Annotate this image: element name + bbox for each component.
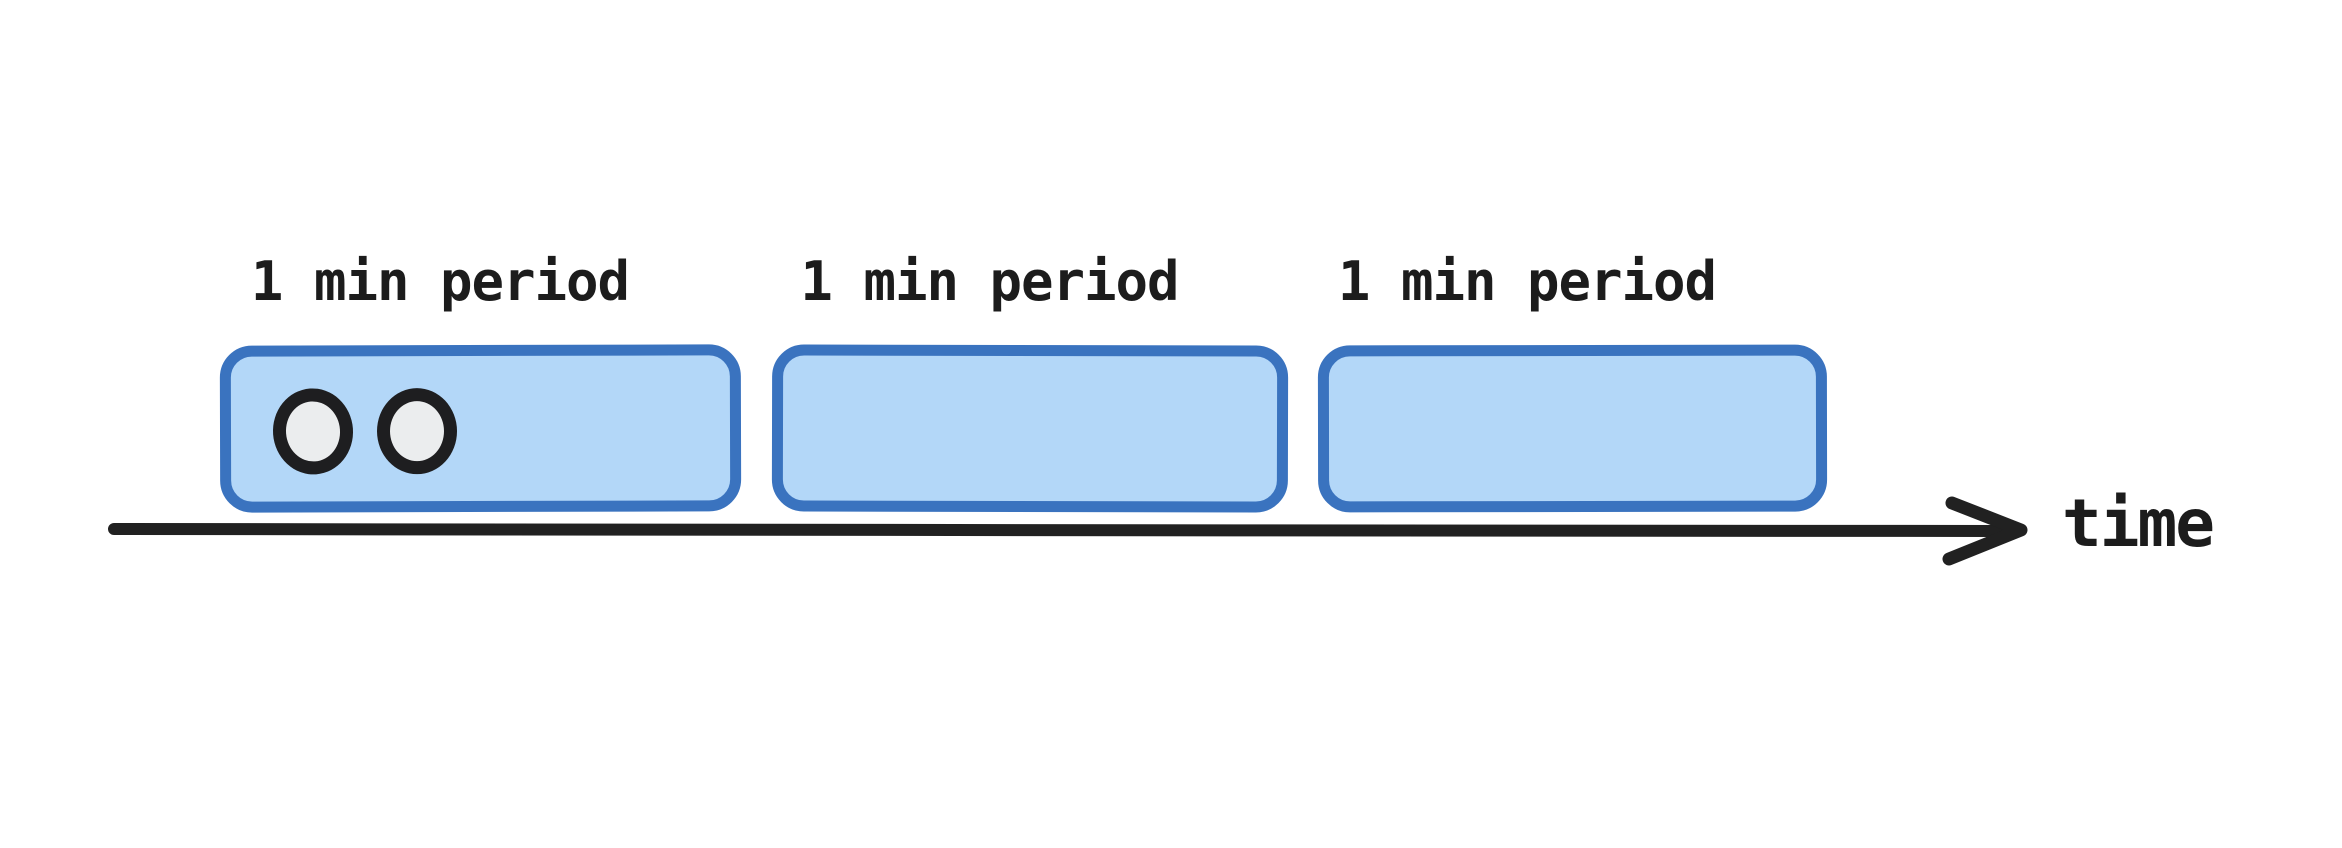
request-token-icon xyxy=(376,388,458,475)
request-token-row xyxy=(270,385,458,478)
period-label-2: 1 min period xyxy=(800,250,1179,313)
period-box-1 xyxy=(219,344,742,513)
period-label-3: 1 min period xyxy=(1337,250,1717,313)
period-box-2 xyxy=(771,344,1289,513)
axis-label-time: time xyxy=(2062,485,2215,562)
period-box-3 xyxy=(1317,344,1828,513)
period-label-1: 1 min period xyxy=(250,250,630,313)
axis-arrowhead-icon xyxy=(1942,496,2028,566)
request-token-icon xyxy=(270,385,357,478)
axis-line xyxy=(108,522,2004,538)
